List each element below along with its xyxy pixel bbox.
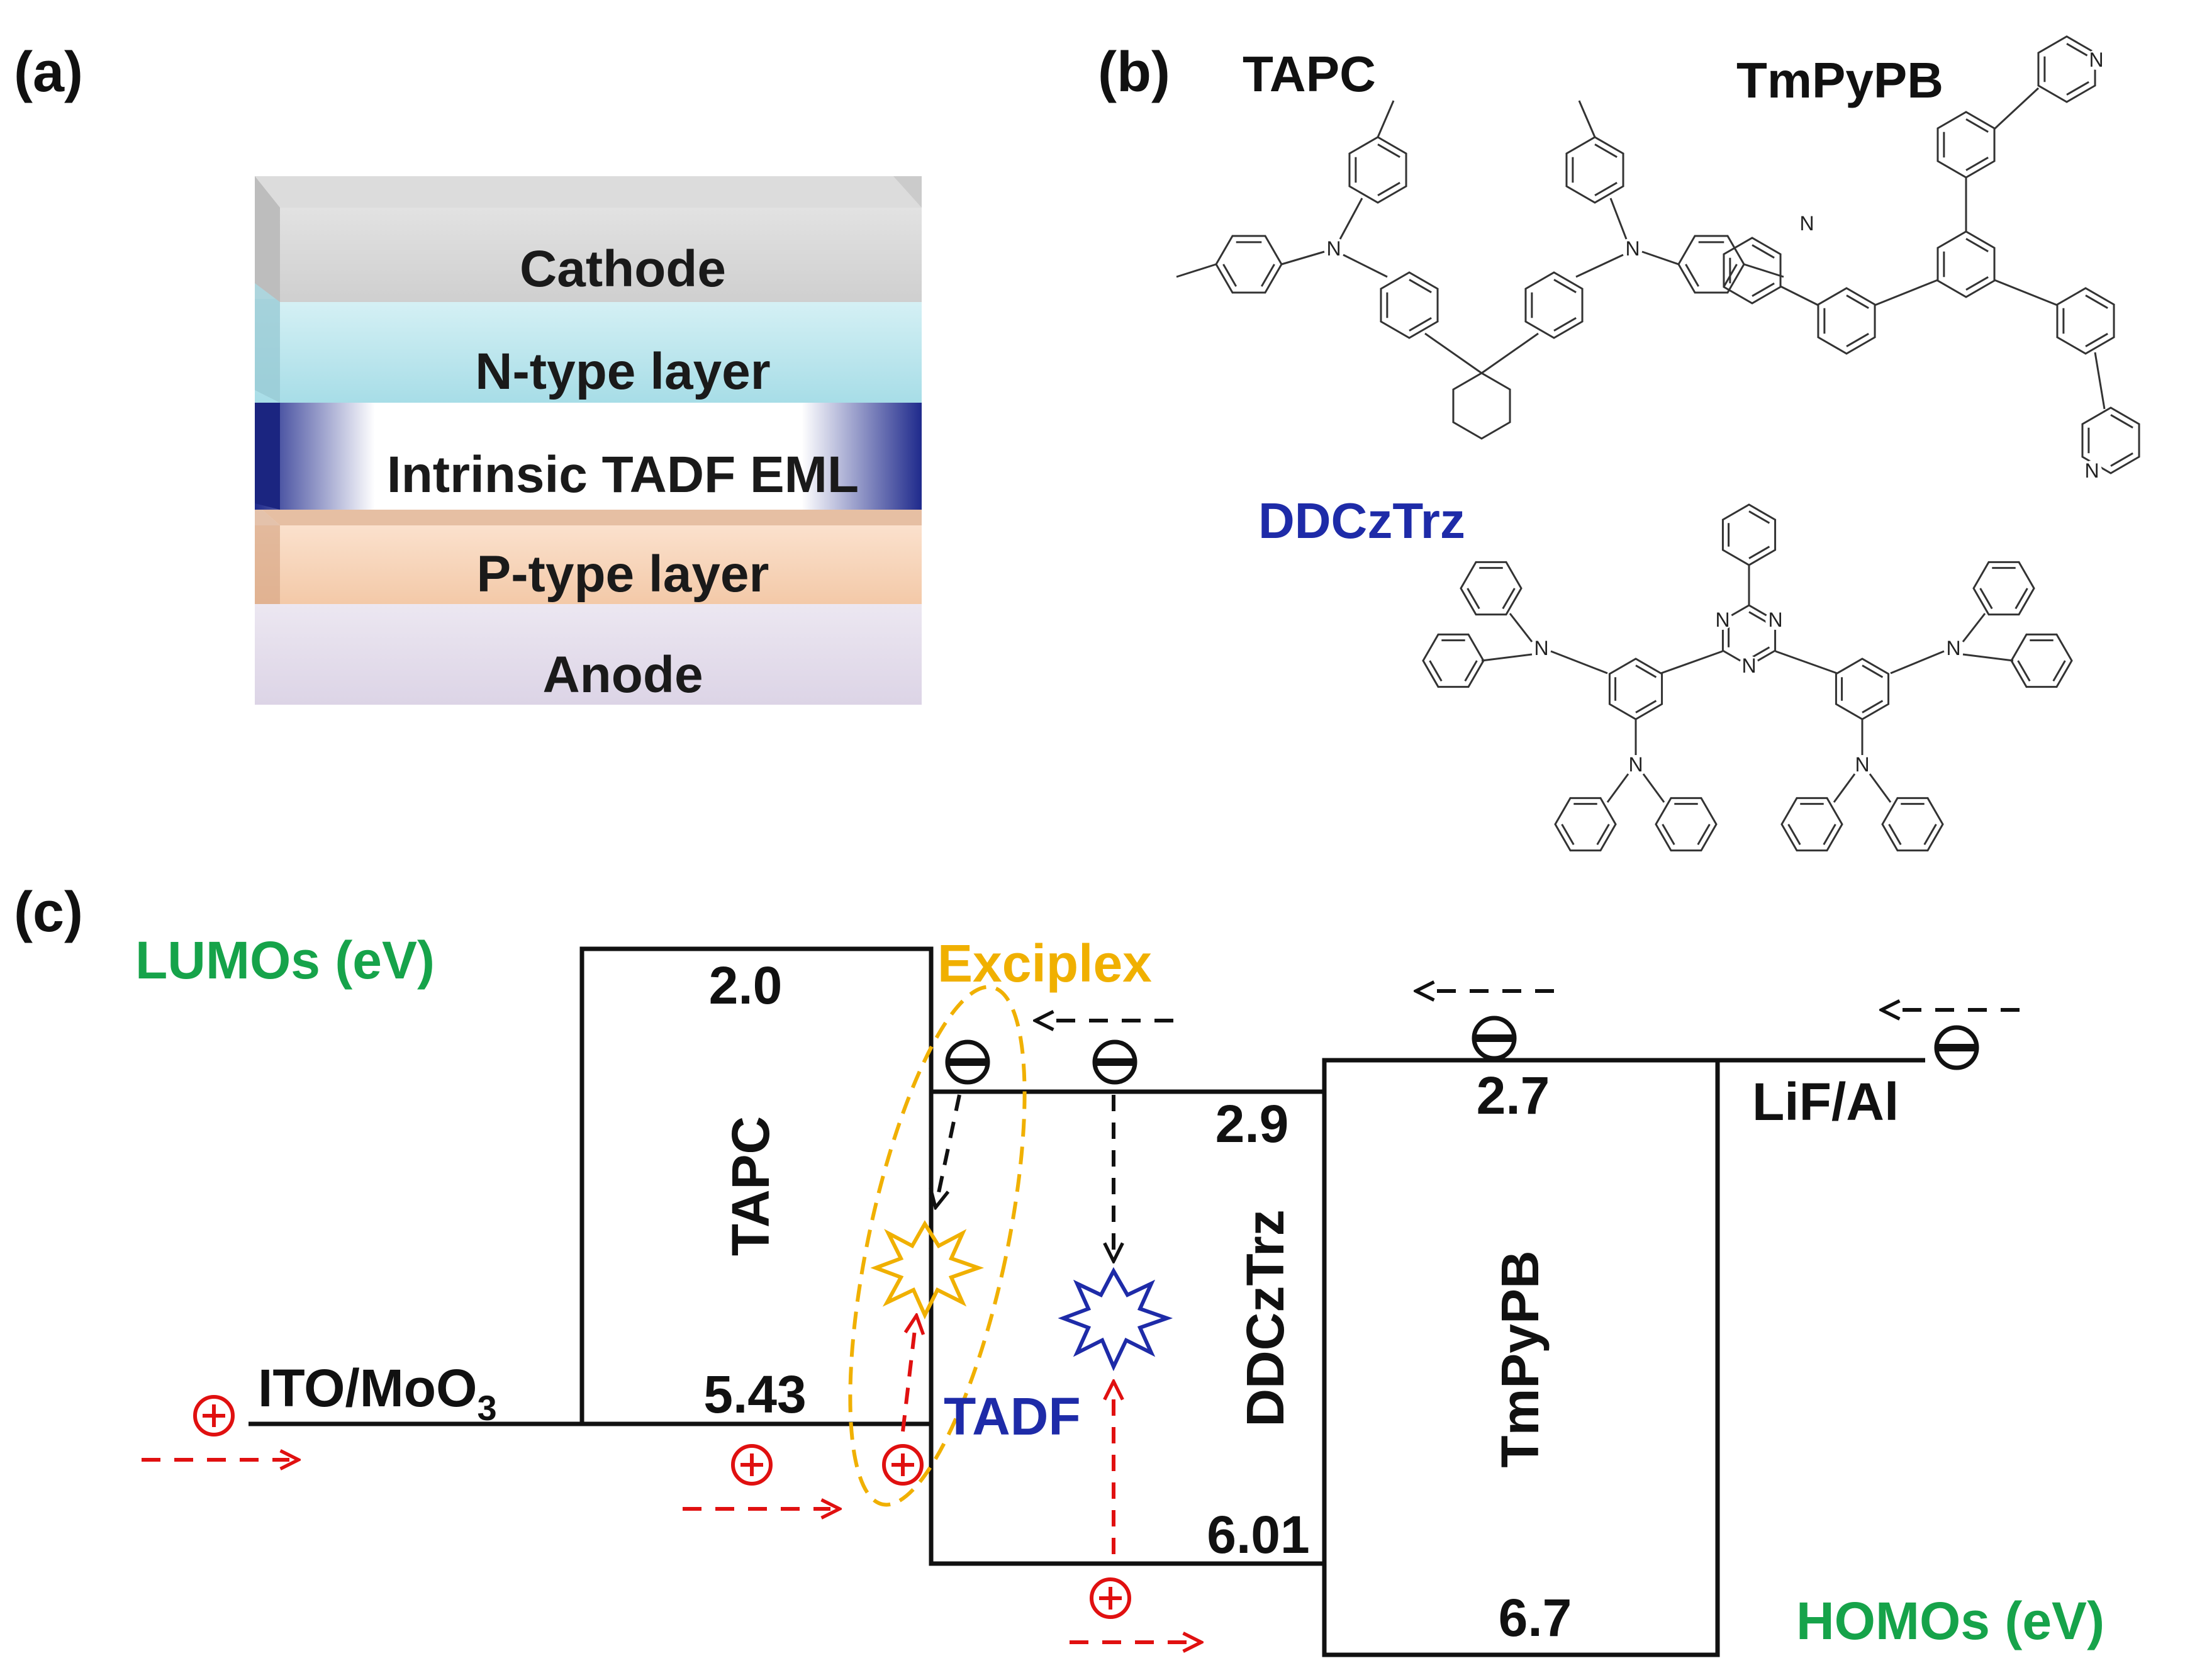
electron-symbol-3 [1472,1016,1517,1061]
hole-symbol-3 [882,1444,924,1486]
tmpypb-pyridine-top [2037,35,2096,103]
device-stack: Anode P-type layer Intrinsic TADF EML N-… [255,176,922,705]
carbazole-n-4: N [1855,753,1869,776]
ddcztrz-phenyl-right [1835,658,1890,720]
tmpypb-lumo-value: 2.7 [1477,1066,1550,1125]
tadf-label: TADF [944,1387,1081,1446]
exciplex-ellipse [848,985,1027,1507]
tapc-tolyl-1 [1348,136,1407,204]
tmpypb-phenyl-left [1817,287,1876,355]
carbazole-2-ring-b [2010,633,2073,688]
tadf-emission-burst [1058,1267,1173,1372]
tmpypb-n-bottom: N [2084,459,2099,482]
electron-symbol-4 [1934,1025,1979,1070]
molecule-name-ddcztrz: DDCzTrz [1258,493,1465,549]
tmpypb-phenyl-right [2056,287,2115,355]
carbazole-1-ring-b [1422,633,1485,688]
triazine-n-3: N [1741,654,1756,677]
tmpypb-pyridine-left [1723,237,1782,305]
exciplex-emission-burst [870,1220,985,1319]
molecule-name-tmpypb: TmPyPB [1736,52,1943,108]
ddcztrz-lumo-value: 2.9 [1215,1094,1289,1153]
ddcztrz-homo-value: 6.01 [1207,1505,1310,1564]
carbazole-4-ring-a [1780,797,1843,852]
tapc-homo-value: 5.43 [703,1365,807,1424]
tmpypb-pyridine-bottom [2081,406,2140,474]
layer-label-eml: Intrinsic TADF EML [387,446,859,503]
tmpypb-phenyl-top [1936,111,1996,179]
layer-cathode: Cathode [255,176,922,302]
ddcztrz-phenyl-top [1721,503,1777,566]
tapc-nitrogen-left: N [1326,237,1341,260]
hole-symbol-4 [1090,1577,1131,1619]
layer-label-anode: Anode [542,646,703,703]
tmpypb-box [1322,1058,1720,1657]
lif-label: LiF/Al [1752,1072,1899,1131]
tmpypb-center-ring [1936,230,1996,298]
tmpypb-n-left: N [1799,212,1814,235]
electron-symbol-1 [945,1039,990,1085]
carbazole-n-3: N [1628,753,1643,776]
tapc-phenyl-left [1380,271,1439,339]
tmpypb-box-label: TmPyPB [1490,1250,1550,1467]
carbazole-3-ring-b [1655,797,1718,852]
lumo-note: LUMOs (eV) [135,931,435,990]
triazine-n-1: N [1715,608,1730,631]
ddcztrz-box-label: DDCzTrz [1236,1209,1295,1426]
homo-note: HOMOs (eV) [1796,1591,2104,1650]
carbazole-3-ring-a [1554,797,1617,852]
ddcztrz-phenyl-left [1608,658,1663,720]
energy-diagram: LUMOs (eV) HOMOs (eV) ITO/MoO3 2.0 5.43 … [135,931,2104,1657]
triazine-n-2: N [1768,608,1782,631]
hole-symbol-1 [193,1395,235,1436]
carbazole-n-2: N [1946,637,1960,659]
tapc-tolyl-3 [1565,136,1624,204]
tapc-lumo-value: 2.0 [709,956,783,1015]
layer-p-type: P-type layer [255,503,922,604]
layer-label-cathode: Cathode [520,240,726,298]
panel-label-b: (b) [1098,41,1170,104]
tapc-tolyl-4 [1677,235,1745,294]
carbazole-2-ring-a [1972,561,2035,616]
cyclohexane-ring [1452,372,1511,440]
electron-transfer-exciplex [937,1094,961,1199]
tapc-box-label: TAPC [721,1116,780,1256]
molecule-name-tapc: TAPC [1243,46,1376,102]
exciplex-label: Exciplex [937,934,1152,993]
carbazole-1-ring-a [1460,561,1523,616]
electron-symbol-2 [1092,1039,1137,1085]
tmpypb-structure: N N N [1723,35,2140,482]
layer-label-n-type: N-type layer [475,343,770,400]
carbazole-4-ring-b [1881,797,1944,852]
tmpypb-n-top: N [2089,48,2103,71]
carbazole-n-1: N [1534,637,1548,659]
tmpypb-homo-value: 6.7 [1499,1588,1572,1647]
ito-label: ITO/MoO3 [258,1358,497,1428]
tapc-nitrogen-right: N [1625,237,1640,260]
panel-label-c: (c) [14,881,83,944]
panel-label-a: (a) [14,41,83,104]
hole-symbol-2 [731,1444,773,1486]
hole-transfer-exciplex [901,1324,915,1432]
tapc-phenyl-right [1524,271,1584,339]
layer-label-p-type: P-type layer [477,546,769,603]
tapc-tolyl-2 [1215,235,1283,294]
